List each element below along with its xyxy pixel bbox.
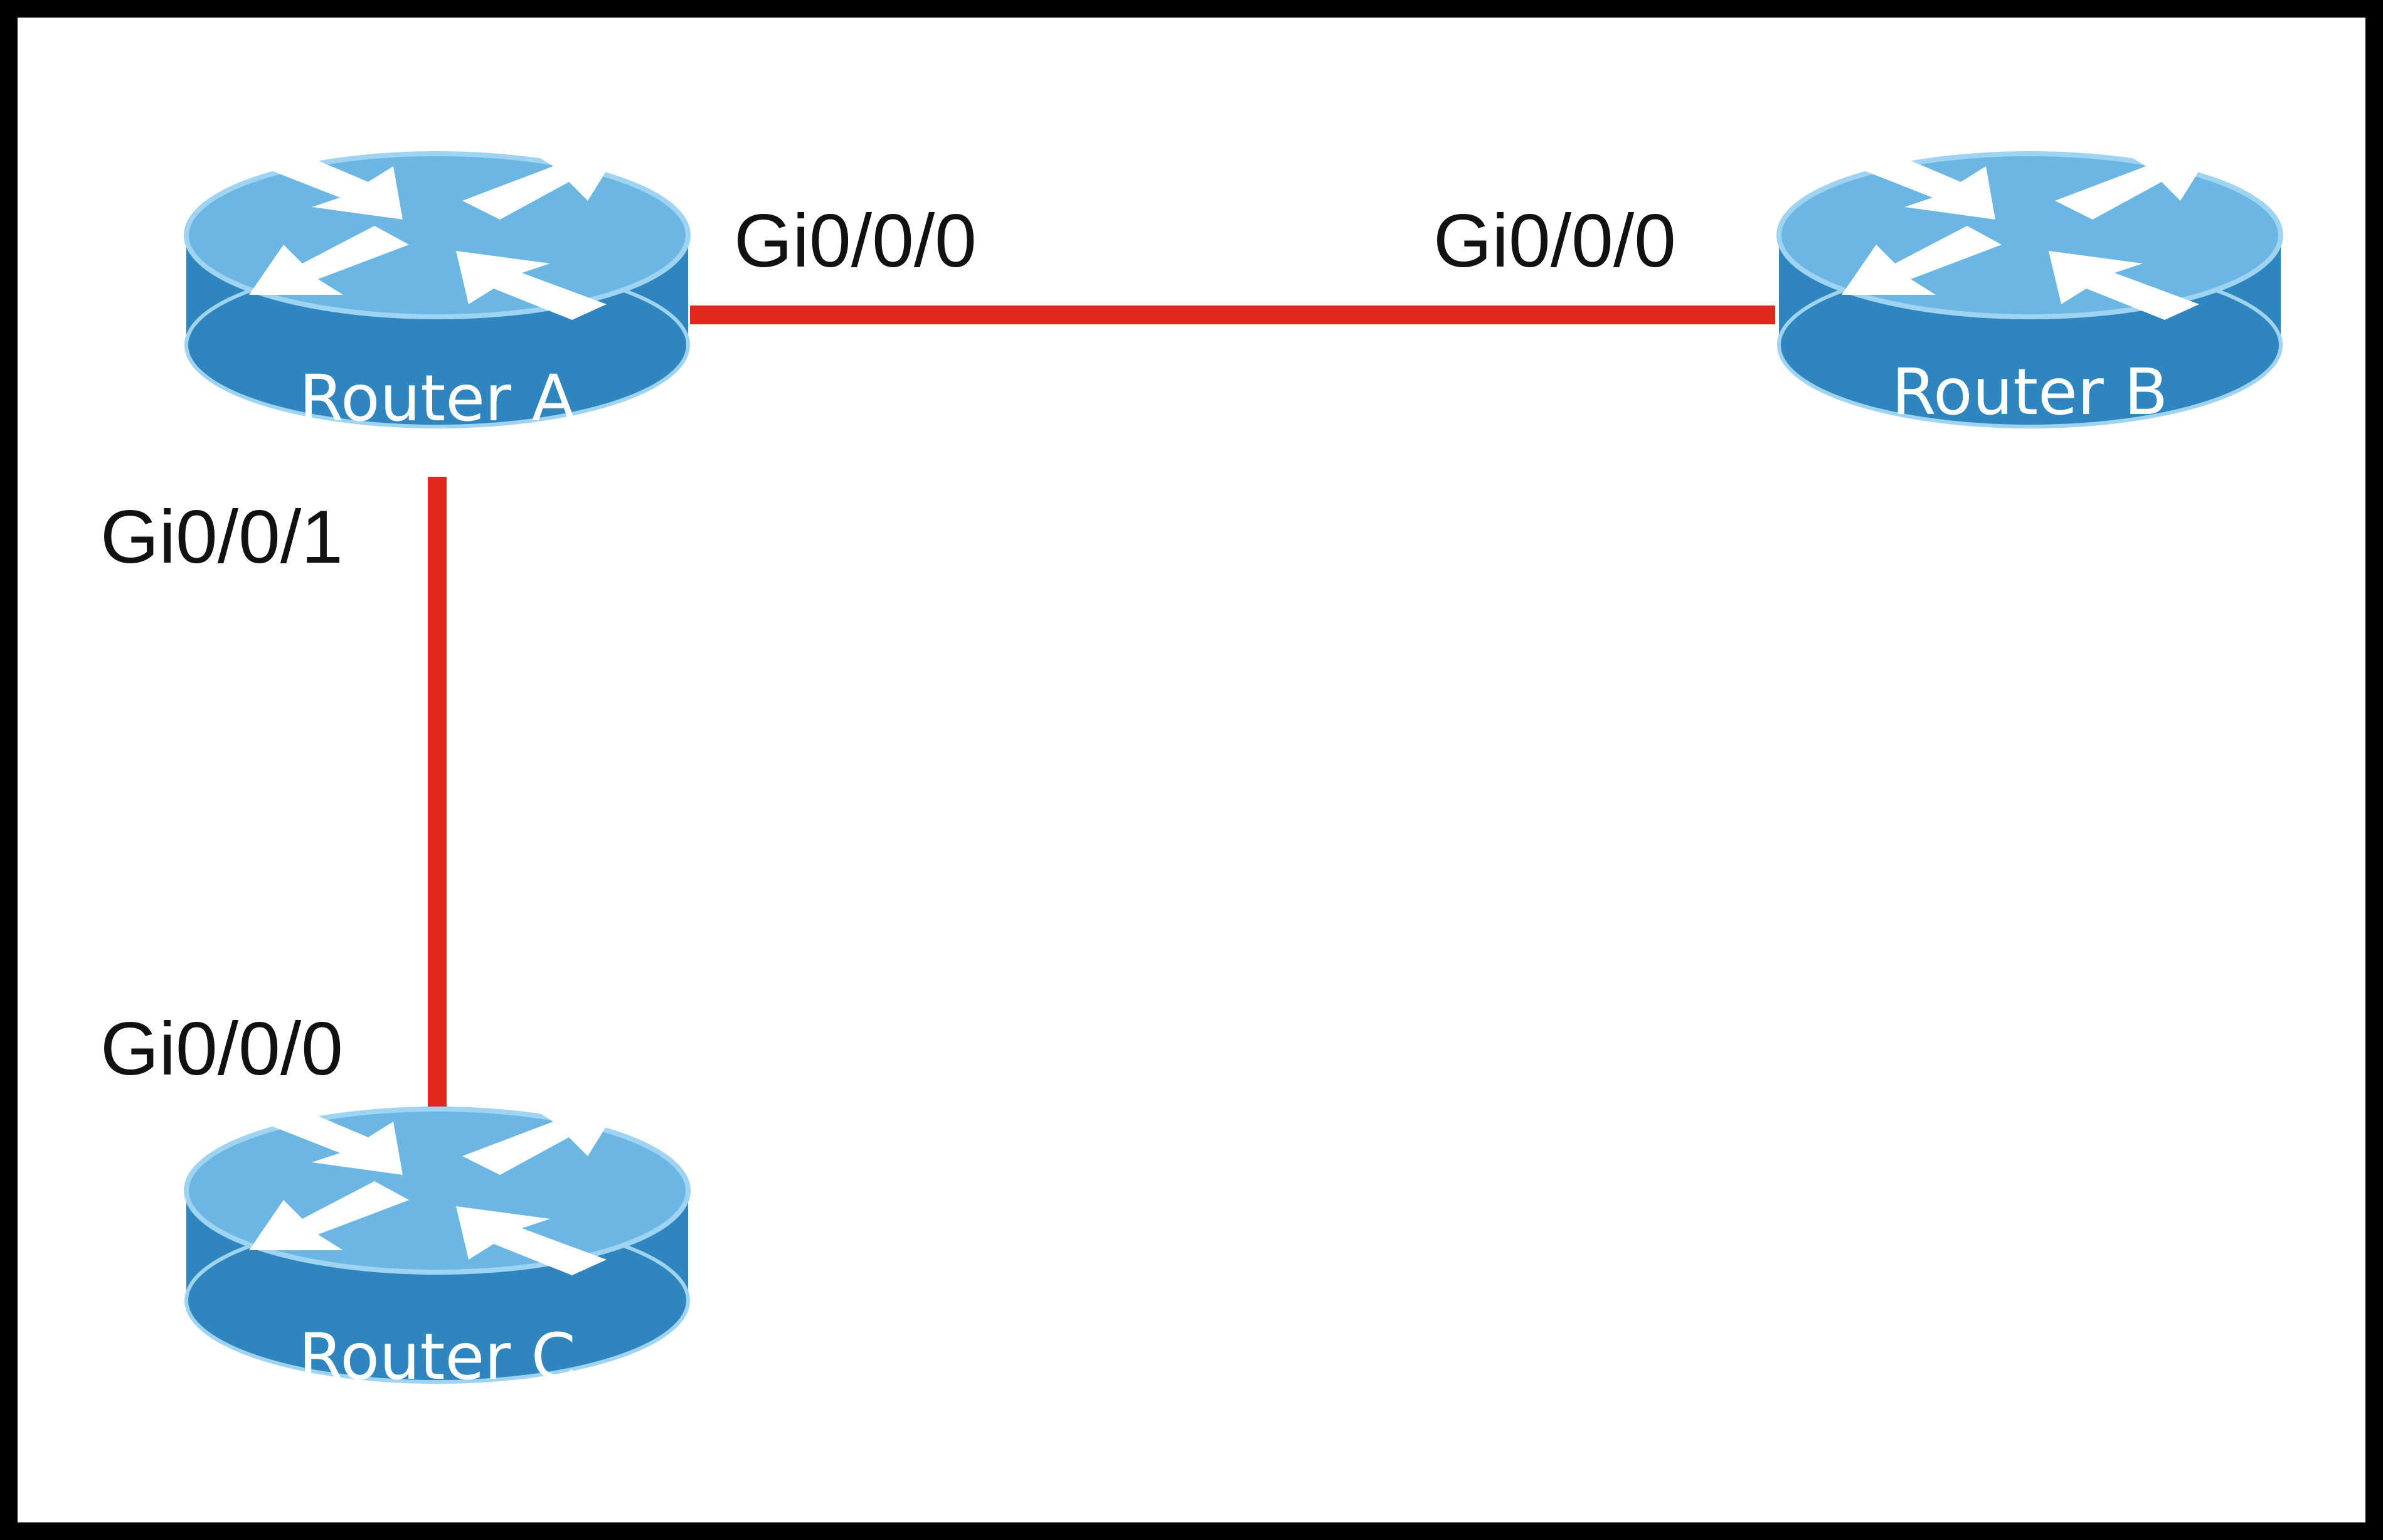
interface-label-a-to-b: Gi0/0/0: [734, 199, 977, 283]
interface-label-a-to-c: Gi0/0/1: [100, 495, 343, 579]
router-c-label: Router C: [299, 1320, 576, 1394]
interface-label-c-to-a: Gi0/0/0: [100, 1007, 343, 1091]
router-c[interactable]: Router C: [186, 1103, 688, 1394]
router-b[interactable]: Router B: [1779, 147, 2281, 430]
interface-label-b-to-a: Gi0/0/0: [1433, 199, 1676, 283]
router-b-label: Router B: [1892, 355, 2168, 430]
router-a[interactable]: Router A: [186, 147, 688, 436]
router-a-label: Router A: [299, 361, 575, 436]
